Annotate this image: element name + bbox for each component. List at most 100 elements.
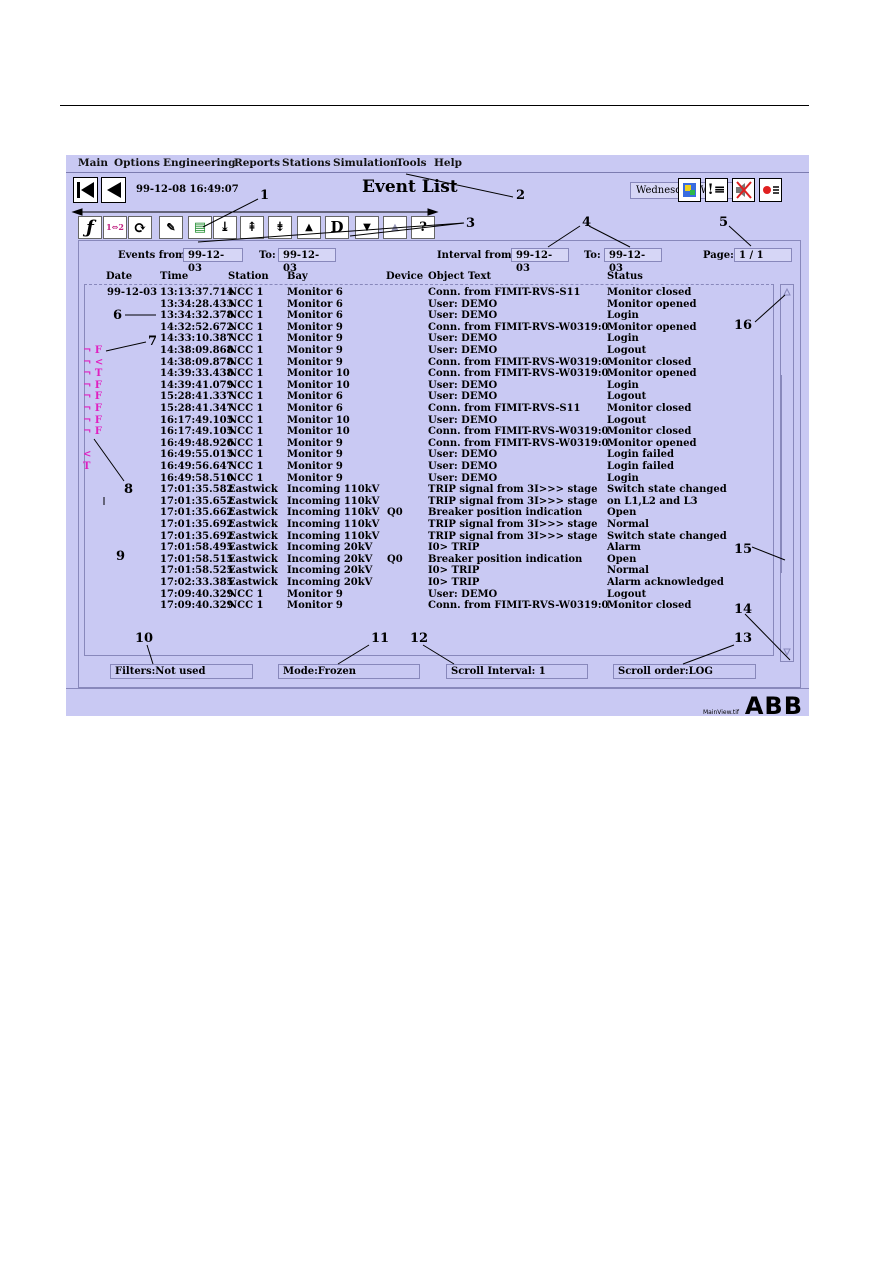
- col-station[interactable]: Station: [228, 271, 269, 282]
- cell-object: TRIP signal from 3I>>> stage: [428, 495, 598, 507]
- interval-to-field[interactable]: 99-12-03: [604, 248, 662, 274]
- events-to-field[interactable]: 99-12-03: [278, 248, 336, 274]
- edit-button[interactable]: ✎: [159, 216, 183, 239]
- cell-time: 14:39:41.079: [160, 379, 234, 391]
- mute-audio-button[interactable]: [732, 178, 755, 202]
- menu-bar: Main Options Engineering Reports Station…: [66, 155, 809, 173]
- sort-button[interactable]: 1⇔2: [103, 216, 127, 239]
- alarm-list-button[interactable]: !≡: [705, 178, 728, 202]
- menu-tools[interactable]: Tools: [396, 157, 427, 169]
- row-marker: T: [83, 461, 91, 472]
- event-list-button[interactable]: [759, 178, 782, 202]
- date-button[interactable]: D: [325, 216, 349, 239]
- interval-from-field[interactable]: 99-12-03: [511, 248, 569, 274]
- menu-options[interactable]: Options: [114, 157, 160, 169]
- cell-status: Open: [607, 553, 637, 565]
- menu-main[interactable]: Main: [78, 157, 109, 169]
- first-page-button[interactable]: [73, 177, 98, 203]
- abb-logo: ABB: [744, 692, 803, 720]
- events-from-label: Events from:: [118, 250, 190, 261]
- callout-12: 12: [410, 631, 429, 646]
- print-button[interactable]: ▤: [188, 216, 212, 239]
- cell-status: Monitor opened: [607, 368, 697, 380]
- cell-station: Eastwick: [228, 577, 278, 588]
- cell-station: NCC 1: [228, 321, 264, 333]
- cell-station: NCC 1: [228, 333, 264, 345]
- row-marker: ¬ F: [83, 426, 102, 438]
- events-from-field[interactable]: 99-12-03: [183, 248, 243, 274]
- col-time[interactable]: Time: [160, 271, 189, 282]
- cell-station: NCC 1: [228, 391, 264, 403]
- menu-stations[interactable]: Stations: [282, 157, 331, 169]
- arrow-down-double-icon: ⇟: [274, 220, 286, 235]
- previous-button[interactable]: [101, 177, 126, 203]
- display-selector-button[interactable]: [678, 178, 701, 202]
- menu-help[interactable]: Help: [434, 157, 462, 169]
- cell-station: Eastwick: [228, 484, 278, 496]
- cell-time: 16:49:55.015: [160, 449, 234, 461]
- cell-time: 14:32:52.672: [160, 321, 234, 333]
- cell-station: NCC 1: [228, 414, 264, 426]
- cell-station: NCC 1: [228, 437, 264, 449]
- col-bay[interactable]: Bay: [287, 271, 308, 282]
- cell-station: NCC 1: [228, 356, 264, 368]
- cell-bay: Monitor 6: [287, 287, 343, 298]
- mode-status: Mode:Frozen: [278, 664, 420, 679]
- alarm-list-icon: !≡: [707, 182, 726, 198]
- cell-time: 17:01:35.582: [160, 484, 234, 496]
- event-panel: [78, 240, 801, 688]
- filter-function-button[interactable]: ƒ: [78, 216, 102, 239]
- page-down-button[interactable]: ⇟: [268, 216, 292, 239]
- menu-simulation[interactable]: Simulation: [333, 157, 398, 169]
- col-object-text[interactable]: Object Text: [428, 271, 492, 282]
- cell-status: Alarm: [607, 542, 641, 554]
- col-status[interactable]: Status: [607, 271, 643, 282]
- menu-engineering[interactable]: Engineering: [163, 157, 236, 169]
- col-device[interactable]: Device: [386, 271, 424, 282]
- cell-station: NCC 1: [228, 368, 264, 380]
- interval-from-label: Interval from:: [437, 250, 516, 261]
- cell-device: Q0: [387, 553, 403, 565]
- cell-bay: Incoming 110kV: [287, 484, 380, 496]
- cell-station: Eastwick: [228, 519, 278, 530]
- mute-speaker-icon: [736, 181, 752, 199]
- refresh-button[interactable]: ⟳: [128, 216, 152, 239]
- vertical-scrollbar[interactable]: [780, 284, 794, 662]
- col-date[interactable]: Date: [106, 271, 133, 282]
- menu-reports[interactable]: Reports: [234, 157, 281, 169]
- sort-icon: 1⇔2: [106, 222, 124, 232]
- cell-object: Conn. from FIMIT-RVS-W0319:0: [428, 321, 609, 333]
- callout-14: 14: [734, 602, 753, 617]
- go-last-button[interactable]: ⤓: [213, 216, 237, 239]
- cell-time: 15:28:41.347: [160, 403, 234, 414]
- row-marker: ¬ F: [83, 391, 102, 403]
